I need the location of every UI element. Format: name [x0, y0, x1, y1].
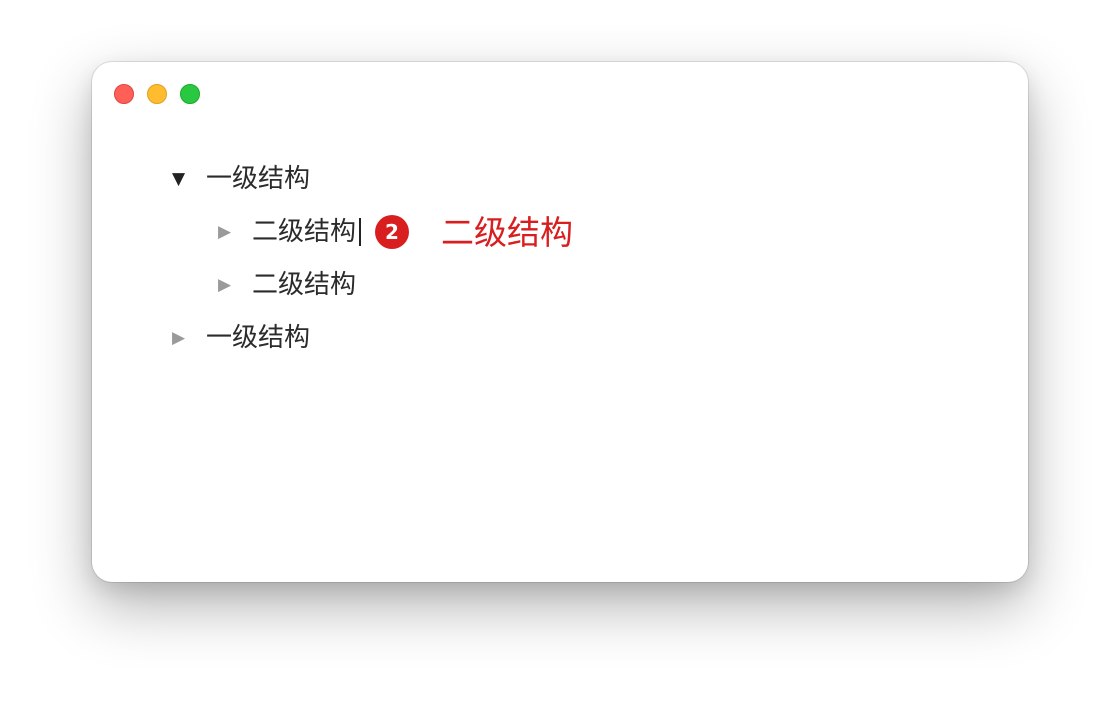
tree-item-level-2[interactable]: ▶ 二级结构 — [218, 268, 356, 302]
step-badge: 2 — [375, 215, 410, 249]
maximize-window-button[interactable] — [180, 84, 200, 104]
close-window-button[interactable] — [114, 84, 134, 104]
tree-item-label[interactable]: 二级结构 — [252, 217, 357, 247]
minimize-window-button[interactable] — [147, 84, 167, 104]
text-cursor — [359, 218, 362, 246]
disclosure-collapsed-icon[interactable]: ▶ — [172, 327, 186, 348]
tree-item-label[interactable]: 一级结构 — [206, 323, 311, 353]
tree-item-label[interactable]: 一级结构 — [206, 164, 311, 194]
tree-item-level-1[interactable]: ▼ 一级结构 — [172, 162, 310, 196]
annotation-label: 二级结构 — [441, 212, 574, 252]
app-window — [92, 62, 1028, 582]
tree-item-label[interactable]: 二级结构 — [252, 270, 357, 300]
disclosure-collapsed-icon[interactable]: ▶ — [218, 221, 232, 242]
disclosure-expanded-icon[interactable]: ▼ — [172, 168, 186, 189]
tree-item-level-1[interactable]: ▶ 一级结构 — [172, 321, 310, 355]
tree-item-level-2[interactable]: ▶ 二级结构 2 二级结构 — [218, 215, 573, 249]
disclosure-collapsed-icon[interactable]: ▶ — [218, 274, 232, 295]
